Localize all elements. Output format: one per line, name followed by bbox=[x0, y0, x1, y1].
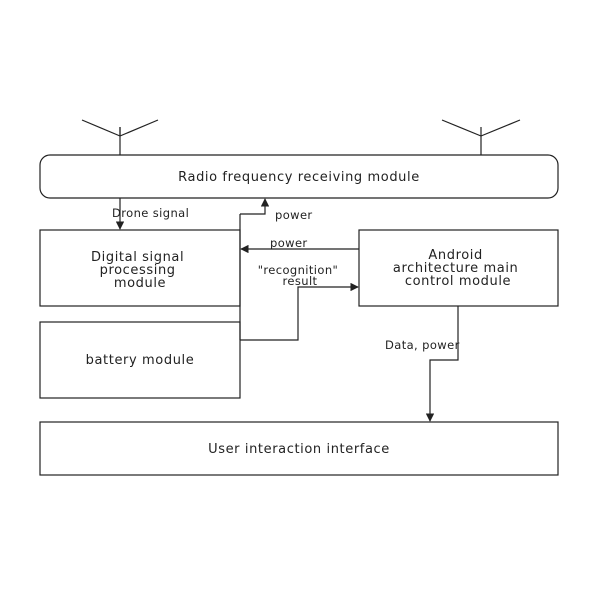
power-to-dsp-label: power bbox=[270, 236, 308, 250]
user-interface-box bbox=[39, 421, 559, 476]
battery-module-box bbox=[39, 321, 241, 399]
android-module-label: Android architecture main control module bbox=[393, 248, 523, 289]
data-power-arrow bbox=[425, 306, 459, 422]
drone-signal-label: Drone signal bbox=[112, 206, 189, 220]
dsp-module-box bbox=[39, 229, 241, 307]
battery-module-label: battery module bbox=[86, 353, 195, 368]
android-label-line-2: architecture main bbox=[393, 261, 518, 276]
dsp-label-line-3: module bbox=[114, 276, 166, 291]
rf-module-box bbox=[39, 154, 559, 199]
android-label-line-1: Android bbox=[428, 248, 482, 263]
rf-module-label: Radio frequency receiving module bbox=[178, 170, 420, 185]
power-to-rf-label: power bbox=[275, 208, 313, 222]
recognition-result-arrow bbox=[240, 282, 359, 341]
dsp-label-line-2: processing bbox=[100, 263, 176, 278]
power-to-rf-arrow bbox=[240, 198, 270, 215]
android-module-box bbox=[358, 229, 559, 307]
user-interface-label: User interaction interface bbox=[208, 442, 390, 457]
left-antenna bbox=[81, 119, 159, 155]
android-label-line-3: control module bbox=[405, 274, 511, 289]
recognition-label-line-2: result bbox=[283, 274, 318, 288]
dsp-label-line-1: Digital signal bbox=[91, 250, 184, 265]
recognition-result-label: "recognition" result bbox=[258, 263, 343, 288]
dsp-module-label: Digital signal processing module bbox=[91, 250, 189, 291]
recognition-label-line-1: "recognition" bbox=[258, 263, 339, 277]
data-power-label: Data, power bbox=[385, 338, 460, 352]
right-antenna bbox=[441, 119, 521, 155]
